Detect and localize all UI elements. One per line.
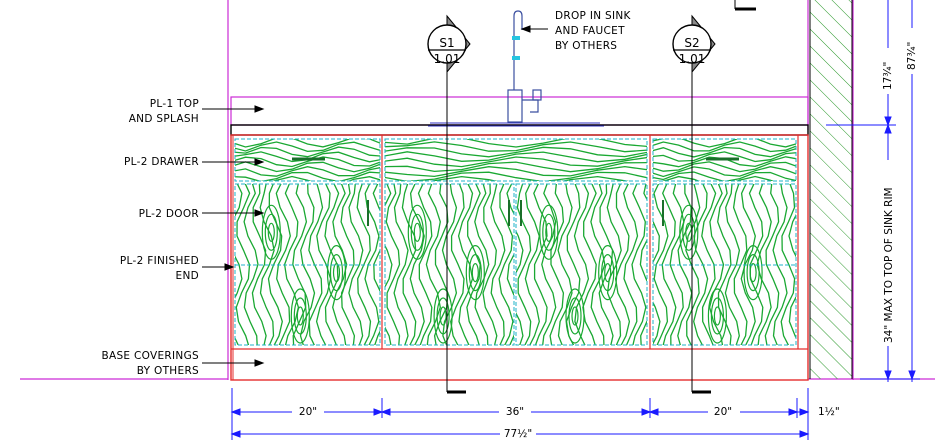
section-marker-s2-sheet: 1.01: [679, 52, 706, 66]
dimension-center-width: 36": [506, 406, 524, 418]
callout-leaders: [202, 25, 548, 367]
drawer-grain: [385, 139, 647, 181]
dimension-sink-rim-note: 34" MAX TO TOP OF SINK RIM: [883, 187, 895, 343]
callout-base-line-2: BY OTHERS: [137, 365, 199, 377]
section-marker-s2: S2 1.01: [672, 14, 716, 74]
dimension-right-width: 20": [714, 406, 732, 418]
callout-finished-end: PL-2 FINISHED END: [120, 255, 199, 282]
dimension-overall-width: 77½": [504, 428, 532, 440]
door-grain: [516, 184, 647, 345]
callout-faucet-line-1: DROP IN SINK: [555, 10, 632, 22]
callout-finished-end-line-2: END: [176, 270, 199, 282]
callout-door-line-1: PL-2 DOOR: [139, 208, 199, 220]
callout-faucet-line-2: AND FAUCET: [555, 25, 625, 37]
wall-section-hatch: [809, 0, 853, 379]
panel-outlines: [234, 138, 797, 346]
callout-top-line-2: AND SPLASH: [129, 113, 199, 125]
callout-base: BASE COVERINGS BY OTHERS: [101, 350, 199, 377]
faucet-graphic: [507, 10, 542, 123]
callout-drawer-line-1: PL-2 DRAWER: [124, 156, 199, 168]
wood-grain-panels: [235, 139, 796, 345]
dimension-end-panel: 1½": [818, 406, 840, 418]
dimension-splash-height: 17¾": [882, 62, 894, 90]
vertical-dimension-text: 17¾" 87¾" 34" MAX TO TOP OF SINK RIM: [880, 28, 918, 346]
horizontal-dimension-text: 20" 36" 20" 1½" 77½": [292, 404, 840, 440]
drawer-grain: [235, 139, 380, 181]
callout-door: PL-2 DOOR: [139, 208, 199, 220]
section-cut-lines: [446, 0, 756, 394]
callout-top-line-1: PL-1 TOP: [150, 98, 199, 110]
callout-faucet: DROP IN SINK AND FAUCET BY OTHERS: [555, 10, 632, 52]
section-marker-s2-id: S2: [684, 36, 699, 50]
door-grain: [235, 184, 380, 345]
callout-finished-end-line-1: PL-2 FINISHED: [120, 255, 199, 267]
section-marker-s1: S1 1.01: [427, 14, 471, 74]
dimension-left-width: 20": [299, 406, 317, 418]
section-marker-s1-sheet: 1.01: [434, 52, 461, 66]
countertop-splash: [230, 96, 809, 136]
callout-drawer: PL-2 DRAWER: [124, 156, 199, 168]
callout-top: PL-1 TOP AND SPLASH: [129, 98, 199, 125]
section-marker-s1-id: S1: [439, 36, 454, 50]
dimension-total-height: 87¾": [906, 42, 918, 70]
callout-faucet-line-3: BY OTHERS: [555, 40, 617, 52]
hardware-pulls: [292, 157, 739, 226]
door-grain: [385, 184, 514, 345]
callout-base-line-1: BASE COVERINGS: [101, 350, 199, 362]
base-cabinet: [230, 134, 809, 381]
drawer-grain: [653, 139, 796, 181]
